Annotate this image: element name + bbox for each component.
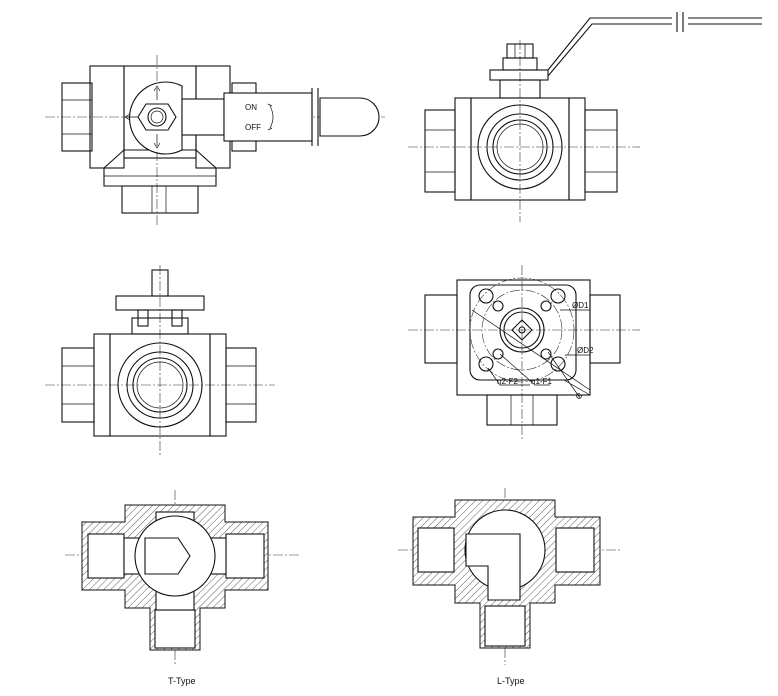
off-label: OFF xyxy=(245,123,261,132)
d2-label: ØD2 xyxy=(577,346,594,355)
t-type-caption: T-Type xyxy=(168,676,196,686)
front-view-lever xyxy=(408,12,762,222)
section-l-type: L-Type xyxy=(398,488,620,686)
n2-f2-label: n2-F2 xyxy=(497,377,518,386)
section-t-type: T-Type xyxy=(65,490,300,686)
flange-view: ØD1 ØD2 n2-F2 n1-F1 G xyxy=(408,265,640,440)
g-label: G xyxy=(574,391,584,402)
d1-label: ØD1 xyxy=(572,301,589,310)
top-view: ON OFF xyxy=(45,55,385,225)
direction-arrow-icons xyxy=(124,85,161,149)
n1-f1-label: n1-F1 xyxy=(531,377,552,386)
on-label: ON xyxy=(245,103,257,112)
bolt-holes xyxy=(478,288,566,372)
front-view-mounting xyxy=(45,265,275,455)
rotation-arrow-icon xyxy=(267,103,274,131)
l-type-caption: L-Type xyxy=(497,676,525,686)
